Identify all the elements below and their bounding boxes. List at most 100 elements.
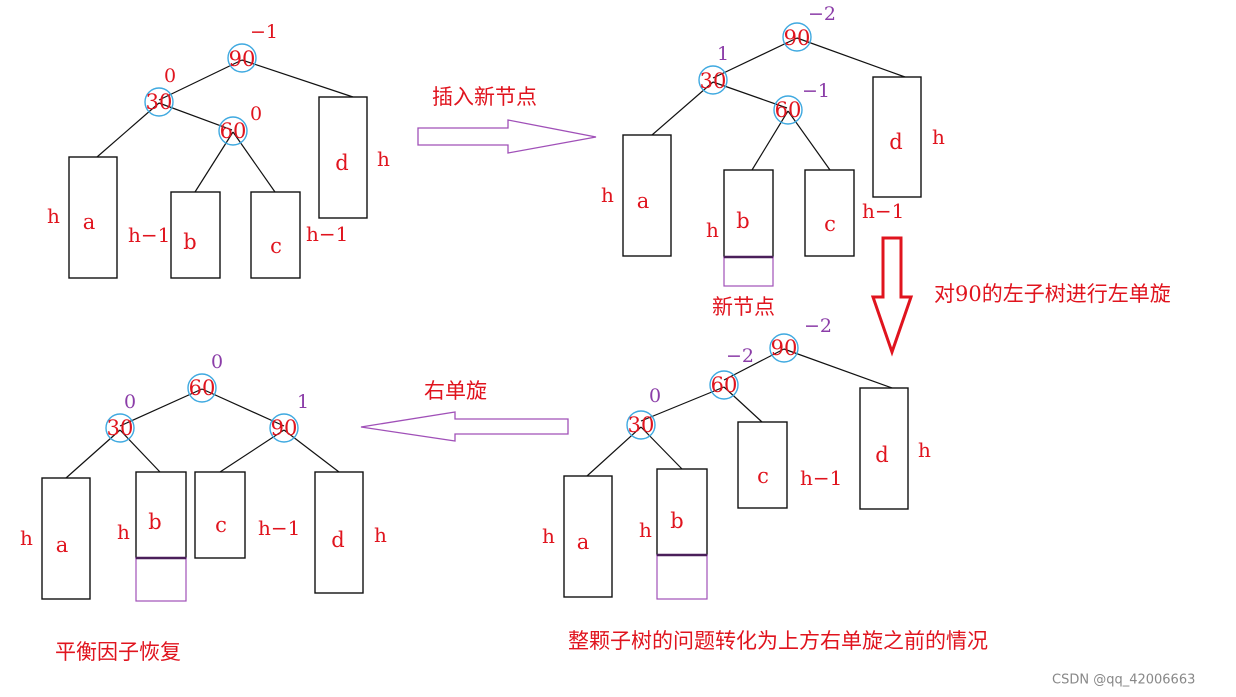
new-node-box xyxy=(135,557,187,602)
edge-90-d xyxy=(783,348,893,389)
edge-60-30 xyxy=(119,388,203,427)
node-60-ring xyxy=(187,373,217,403)
node-60: 60 xyxy=(189,376,216,400)
edge-60-30 xyxy=(640,386,725,422)
subtree-a xyxy=(622,134,672,257)
subtree-d xyxy=(872,76,922,198)
subtree-d-label: d xyxy=(889,130,902,154)
edge-30-b xyxy=(640,426,683,470)
subtree-c-label: c xyxy=(215,513,227,537)
watermark: CSDN @qq_42006663 xyxy=(1052,673,1195,688)
node-30: 30 xyxy=(107,416,134,440)
node-60-ring xyxy=(709,370,739,400)
subtree-c xyxy=(804,169,855,257)
height-a: h xyxy=(20,526,33,550)
height-c: h−1 xyxy=(800,466,842,490)
bf-30: 0 xyxy=(649,385,661,407)
node-30: 30 xyxy=(700,69,727,93)
height-d: h xyxy=(918,438,931,462)
bf-60: 0 xyxy=(211,351,223,373)
caption-restored: 平衡因子恢复 xyxy=(55,640,181,664)
node-60: 60 xyxy=(775,98,802,122)
subtree-d-label: d xyxy=(335,151,348,175)
height-d: h xyxy=(377,147,390,171)
node-90-ring xyxy=(227,43,257,73)
subtree-d-label: d xyxy=(875,443,888,467)
node-90: 90 xyxy=(229,47,256,71)
bf-60: −1 xyxy=(802,80,830,102)
subtree-d xyxy=(318,96,368,219)
height-a: h xyxy=(47,204,60,228)
subtree-a-label: a xyxy=(577,530,590,554)
bf-30: 0 xyxy=(124,391,136,413)
subtree-c xyxy=(737,421,788,509)
tree-original: a b c d h h−1 h−1 h 90 30 60 −1 0 0 xyxy=(47,21,390,279)
node-90-ring xyxy=(269,413,299,443)
edge-30-a xyxy=(651,81,714,136)
subtree-a xyxy=(41,477,91,600)
bf-60: 0 xyxy=(250,103,262,125)
height-c: h−1 xyxy=(862,199,904,223)
bf-30: 1 xyxy=(717,43,729,65)
edge-90-30 xyxy=(712,37,798,79)
node-90: 90 xyxy=(271,416,298,440)
edge-90-d xyxy=(283,429,340,473)
height-b: h xyxy=(639,518,652,542)
node-90-ring xyxy=(782,22,812,52)
subtree-a xyxy=(68,156,118,279)
subtree-b-label: b xyxy=(736,209,749,233)
subtree-c-label: c xyxy=(757,464,769,488)
height-a: h xyxy=(601,183,614,207)
node-90: 90 xyxy=(771,336,798,360)
edge-90-30 xyxy=(158,59,243,101)
bf-90: −2 xyxy=(808,3,836,25)
node-60-ring xyxy=(218,116,248,146)
bf-90: −1 xyxy=(250,21,278,43)
bf-60: −2 xyxy=(726,345,754,367)
node-90: 90 xyxy=(784,26,811,50)
subtree-d-label: d xyxy=(331,528,344,552)
node-30-ring xyxy=(105,413,135,443)
subtree-d xyxy=(314,471,364,594)
edge-60-b xyxy=(751,110,789,171)
height-d: h xyxy=(374,523,387,547)
node-30-ring xyxy=(698,65,728,95)
subtree-a-label: a xyxy=(83,210,96,234)
edge-60-90 xyxy=(201,388,285,427)
caption-new-node: 新节点 xyxy=(712,295,775,319)
tree-after-left-rotation: a b c d h h h−1 h 90 60 30 −2 −2 0 xyxy=(542,315,931,600)
height-b: h xyxy=(117,520,130,544)
edge-90-d xyxy=(796,37,906,78)
node-30-ring xyxy=(626,410,656,440)
tree-after-right-rotation: a b c d h h h−1 h 60 30 90 0 0 1 xyxy=(20,351,387,602)
subtree-c-label: c xyxy=(270,234,282,258)
subtree-a-label: a xyxy=(56,533,69,557)
node-90-ring xyxy=(769,333,799,363)
caption-summary: 整颗子树的问题转化为上方右单旋之前的情况 xyxy=(568,629,988,653)
bf-90: 1 xyxy=(297,391,309,413)
height-c: h−1 xyxy=(306,222,348,246)
caption-left-rotate-90: 对90的左子树进行左单旋 xyxy=(934,282,1171,306)
subtree-d xyxy=(859,387,909,510)
node-30: 30 xyxy=(628,413,655,437)
edge-60-c xyxy=(232,131,276,193)
node-60: 60 xyxy=(711,373,738,397)
node-30-ring xyxy=(144,87,174,117)
edge-60-c xyxy=(723,386,763,423)
bf-30: 0 xyxy=(164,65,176,87)
subtree-b-label: b xyxy=(148,510,161,534)
subtree-b xyxy=(656,468,708,556)
subtree-b xyxy=(135,471,187,559)
subtree-c-label: c xyxy=(824,212,836,236)
subtree-a-label: a xyxy=(637,189,650,213)
edge-30-b xyxy=(119,429,161,473)
node-60: 60 xyxy=(220,119,247,143)
node-30: 30 xyxy=(146,90,173,114)
height-b: h−1 xyxy=(128,223,170,247)
subtree-a xyxy=(563,475,613,598)
height-b: h xyxy=(706,218,719,242)
subtree-c xyxy=(194,471,246,559)
bf-90: −2 xyxy=(804,315,832,337)
edge-90-d xyxy=(241,59,354,98)
subtree-b-label: b xyxy=(670,509,683,533)
